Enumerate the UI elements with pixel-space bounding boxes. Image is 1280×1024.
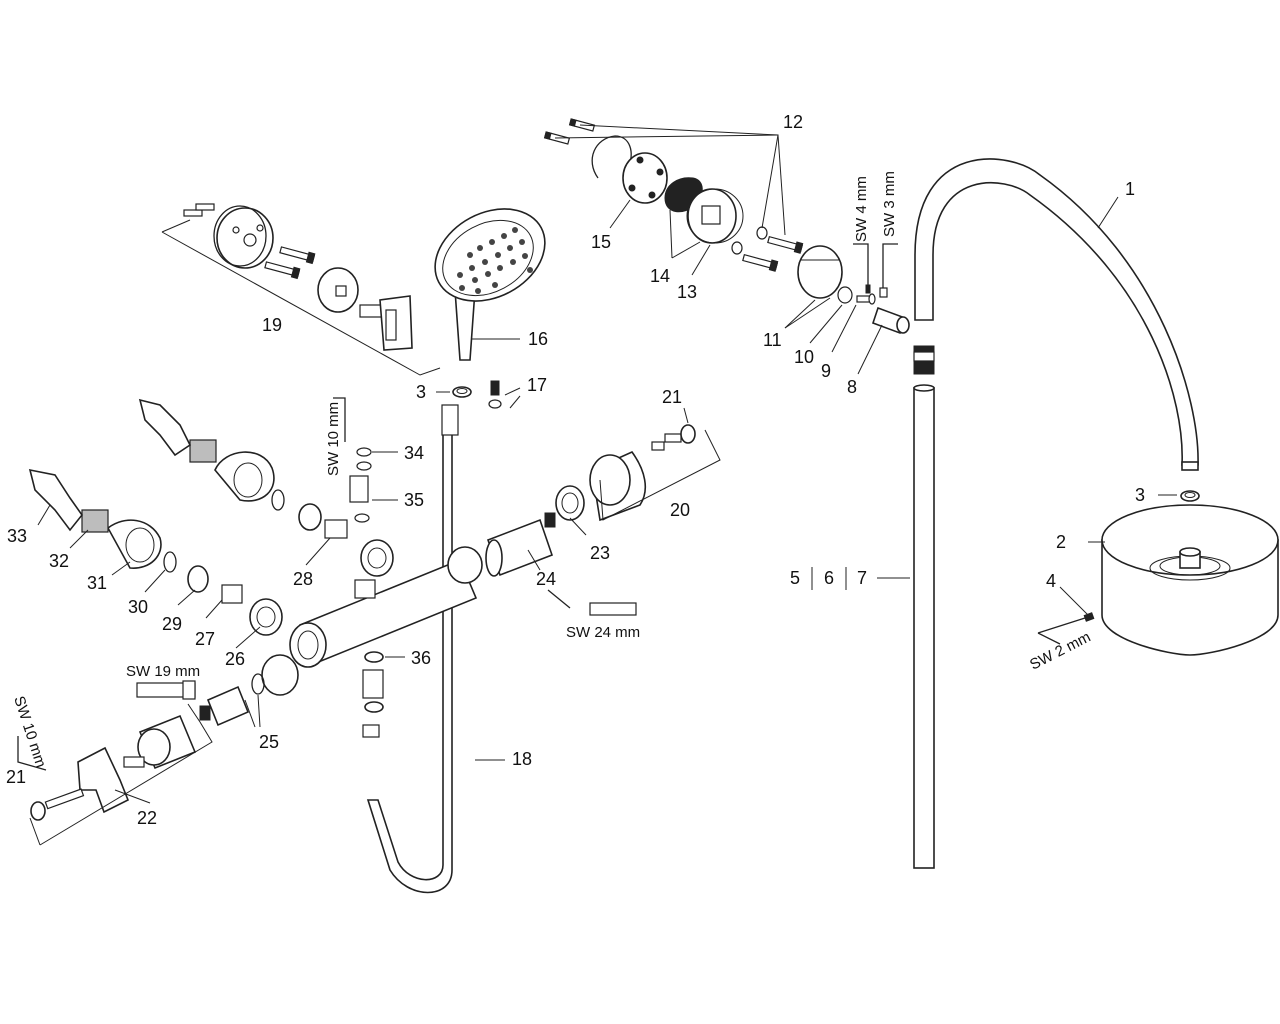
wrench-label-sw3: SW 3 mm xyxy=(881,171,898,237)
wrench-label-sw19: SW 19 mm xyxy=(126,663,200,680)
wrench-sw19-icon xyxy=(136,680,196,700)
nut-part-3-left xyxy=(452,386,472,398)
callout-29: 29 xyxy=(162,614,182,634)
hex-key-sw4-icon xyxy=(853,243,871,294)
adapter-part-19 xyxy=(317,267,359,313)
ring-part-36 xyxy=(362,651,384,713)
wrench-label-sw10-left: SW 10 mm xyxy=(10,694,49,770)
callout-14: 14 xyxy=(650,266,670,286)
callout-8: 8 xyxy=(847,377,857,397)
callout-19: 19 xyxy=(262,315,282,335)
callout-7: 7 xyxy=(857,568,867,588)
callout-23: 23 xyxy=(590,543,610,563)
callout-3-right: 3 xyxy=(1135,485,1145,505)
nut-part-3-right xyxy=(1180,490,1200,502)
wrench-sw24-icon xyxy=(547,589,637,616)
callout-21-top: 21 xyxy=(662,387,682,407)
callout-26: 26 xyxy=(225,649,245,669)
holder-bracket-part-19 xyxy=(359,295,413,351)
valve-part-25 xyxy=(199,685,250,727)
callout-1: 1 xyxy=(1125,179,1135,199)
callout-2: 2 xyxy=(1056,532,1066,552)
grub-screw-part-4 xyxy=(1037,612,1095,645)
callout-22: 22 xyxy=(137,808,157,828)
nut-part-23 xyxy=(555,485,585,521)
cartridge-part-24 xyxy=(485,512,556,577)
union-nuts-parts-26-28 xyxy=(249,539,394,636)
callout-numbers: 1 2 3 4 5 6 7 8 9 10 11 12 13 14 15 16 1… xyxy=(6,112,1145,828)
cap-part-21-top xyxy=(680,424,696,444)
callout-33: 33 xyxy=(7,526,27,546)
hand-shower-part-16 xyxy=(434,208,546,361)
callout-18: 18 xyxy=(512,749,532,769)
wrench-label-sw10-center: SW 10 mm xyxy=(325,402,342,476)
riser-rail-part-5-6-7 xyxy=(913,384,935,869)
callout-5: 5 xyxy=(790,568,800,588)
callout-20: 20 xyxy=(670,500,690,520)
clip-ring-part-15 xyxy=(591,135,668,204)
callout-13: 13 xyxy=(677,282,697,302)
wrench-label-sw4: SW 4 mm xyxy=(853,176,870,242)
callout-28: 28 xyxy=(293,569,313,589)
wrench-sw10-left-icon xyxy=(17,736,47,771)
callout-11: 11 xyxy=(763,330,782,350)
callout-35: 35 xyxy=(404,490,424,510)
connector-part-8 xyxy=(871,306,910,335)
callout-25: 25 xyxy=(259,732,279,752)
handle-part-20 xyxy=(589,433,682,522)
check-valve-parts-34-35 xyxy=(333,397,372,523)
wall-rosette-part-11 xyxy=(797,245,843,299)
handle-part-22 xyxy=(30,714,197,821)
seal-ring-part-25 xyxy=(251,654,299,696)
callout-34: 34 xyxy=(404,443,424,463)
callout-17: 17 xyxy=(527,375,547,395)
washer-part-10 xyxy=(837,286,853,304)
rosette-part-19 xyxy=(213,205,274,269)
screw-part-9 xyxy=(856,293,876,305)
callout-10: 10 xyxy=(794,347,814,367)
callout-36: 36 xyxy=(411,648,431,668)
callout-16: 16 xyxy=(528,329,548,349)
shower-arm-part-1 xyxy=(914,158,1199,471)
inlet-parts-left xyxy=(28,398,348,604)
callout-24: 24 xyxy=(536,569,556,589)
callout-15: 15 xyxy=(591,232,611,252)
seal-rings xyxy=(913,345,935,375)
callout-21-left: 21 xyxy=(6,767,26,787)
callout-32: 32 xyxy=(49,551,69,571)
callout-4: 4 xyxy=(1046,571,1056,591)
thermostat-body xyxy=(289,546,483,668)
mount-plate-part-13 xyxy=(686,188,744,244)
callout-31: 31 xyxy=(87,573,107,593)
wrench-label-sw24: SW 24 mm xyxy=(566,624,640,641)
hex-key-sw3-icon xyxy=(879,243,898,298)
callout-30: 30 xyxy=(128,597,148,617)
callout-12: 12 xyxy=(783,112,803,132)
leader-lines xyxy=(29,124,1177,846)
callout-9: 9 xyxy=(821,361,831,381)
wrench-label-sw2: SW 2 mm xyxy=(1027,629,1093,674)
hose-part-18 xyxy=(362,404,459,894)
overhead-shower-part-2 xyxy=(1101,504,1279,656)
callout-27: 27 xyxy=(195,629,215,649)
strainer-part-17 xyxy=(488,380,502,409)
callout-6: 6 xyxy=(824,568,834,588)
screws-part-19 xyxy=(183,203,316,280)
callout-3-left: 3 xyxy=(416,382,426,402)
